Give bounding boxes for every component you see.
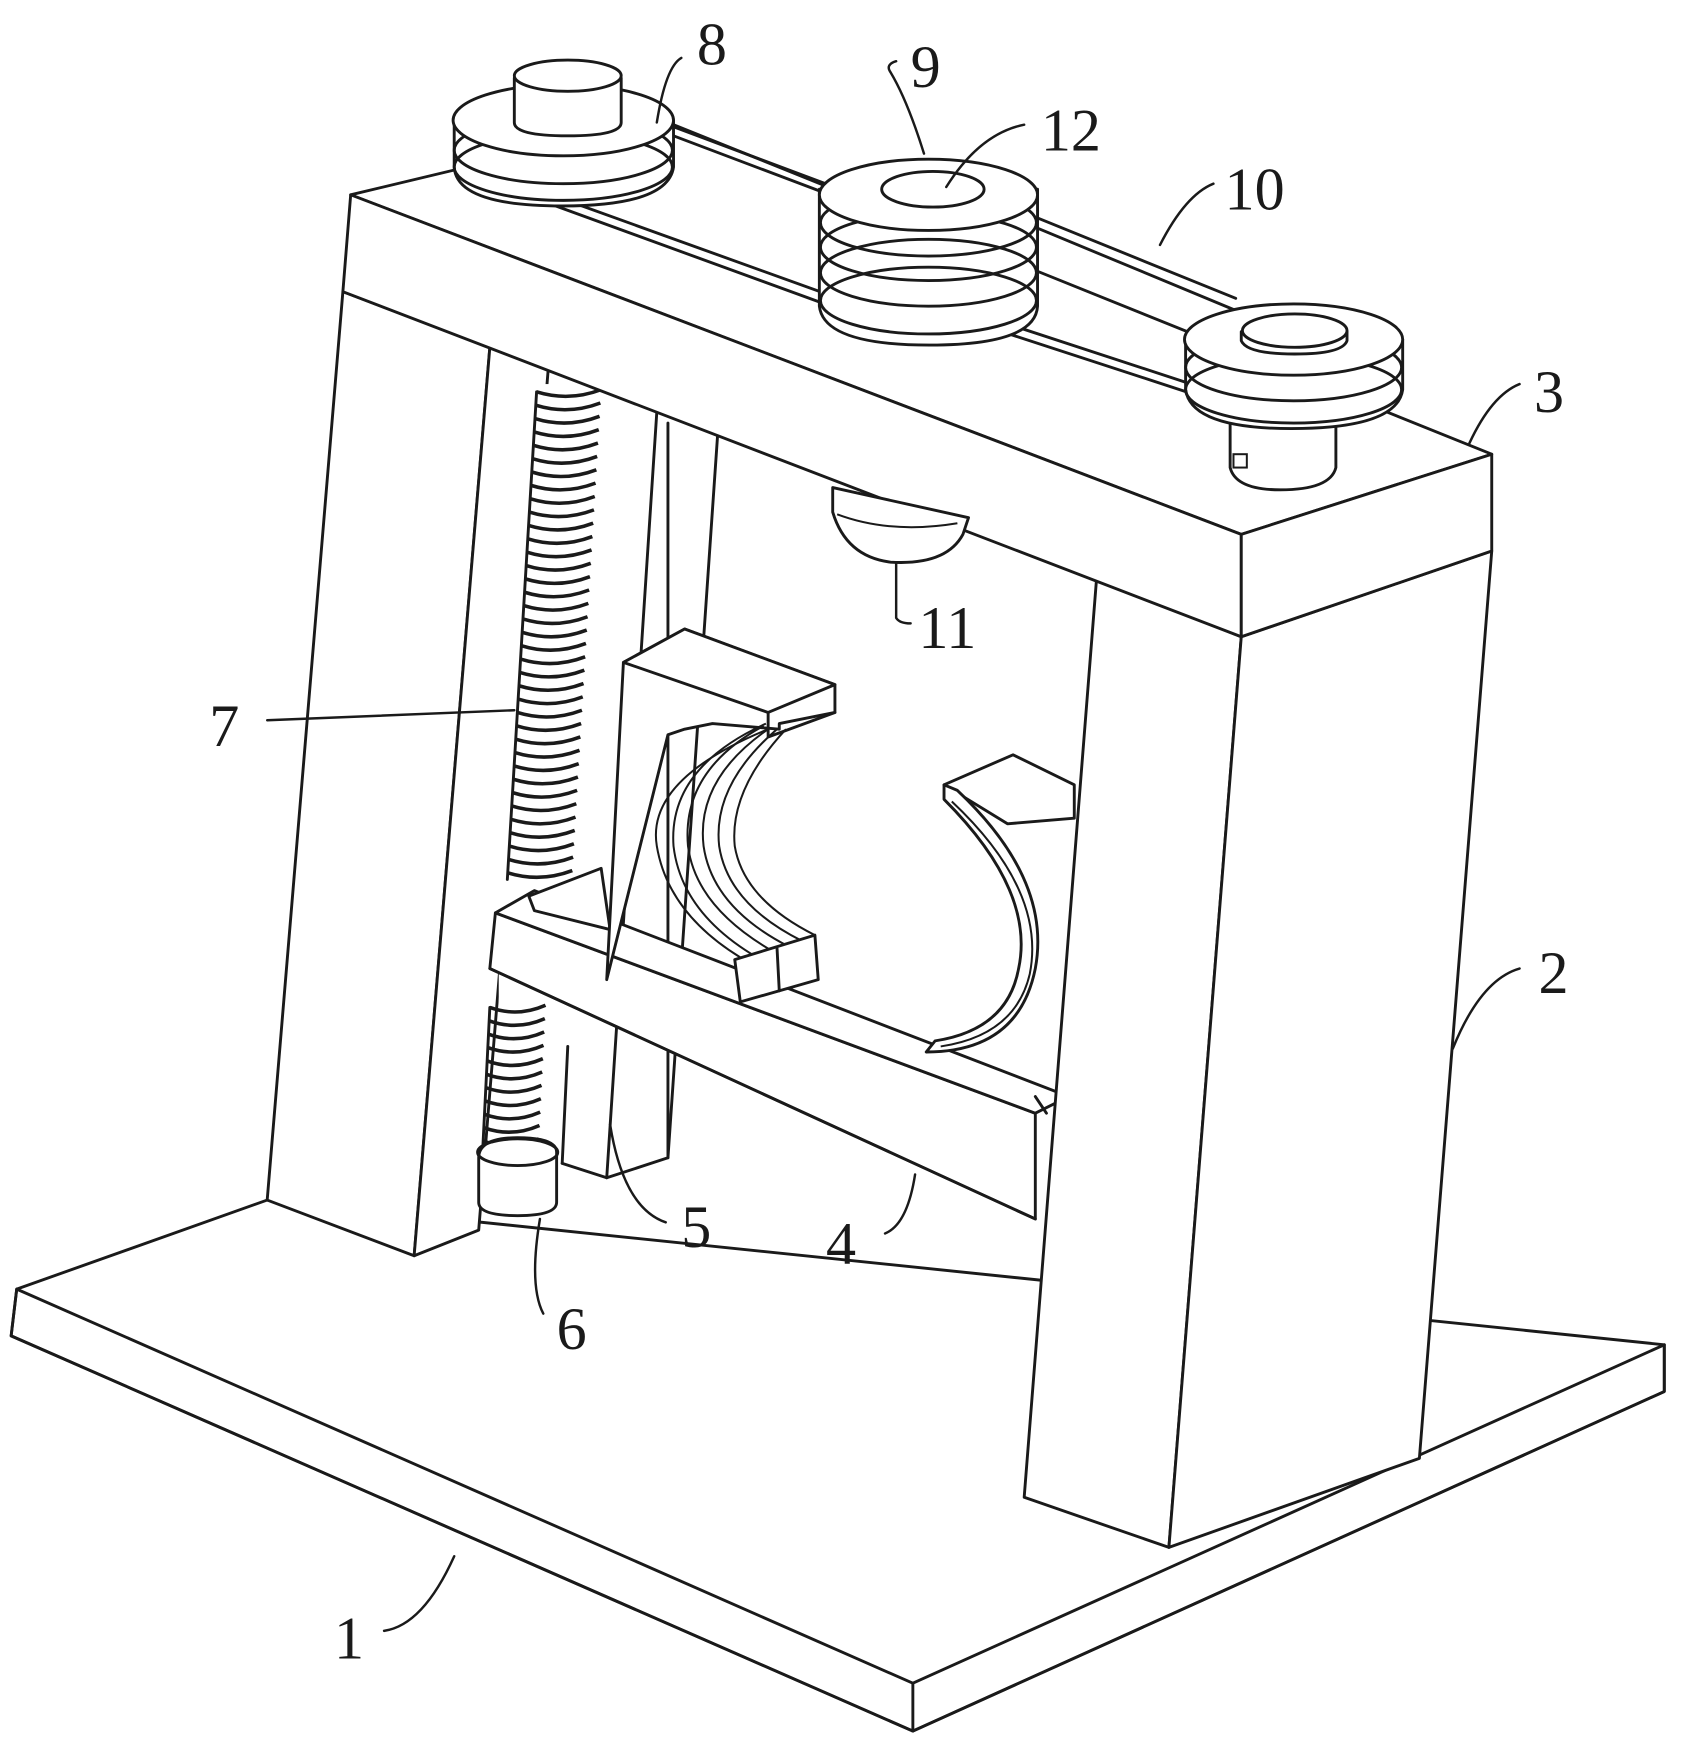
- label-12: 12: [1041, 97, 1101, 164]
- thread-ring: [489, 1003, 547, 1014]
- label-4: 4: [826, 1211, 856, 1278]
- label-11: 11: [918, 595, 976, 662]
- leader-7: [265, 709, 516, 722]
- leader-12: [945, 123, 1026, 189]
- thread-ring: [512, 775, 579, 786]
- thread-ring: [532, 454, 598, 465]
- thread-ring: [483, 1123, 541, 1134]
- thread-ring: [520, 655, 586, 666]
- thread-ring: [520, 641, 587, 652]
- thread-ring: [532, 441, 599, 452]
- screw-bearing-seat: [476, 1136, 560, 1218]
- thread-ring: [530, 481, 597, 492]
- thread-ring: [485, 1070, 543, 1081]
- thread-ring: [512, 788, 578, 799]
- thread-ring: [514, 748, 581, 759]
- thread-ring: [516, 708, 583, 719]
- thread-ring: [523, 601, 589, 612]
- leader-4: [883, 1173, 917, 1235]
- thread-ring: [508, 855, 574, 866]
- thread-ring: [486, 1057, 544, 1068]
- label-2: 2: [1538, 940, 1568, 1007]
- thread-ring: [533, 428, 600, 439]
- thread-ring: [525, 561, 592, 572]
- label-9: 9: [911, 34, 941, 101]
- thread-ring: [524, 588, 590, 599]
- thread-ring: [483, 1110, 541, 1121]
- label-3: 3: [1534, 359, 1564, 426]
- thread-ring: [536, 387, 602, 399]
- pulley-8: [451, 58, 675, 208]
- leader-3: [1468, 382, 1521, 445]
- label-5: 5: [681, 1194, 711, 1261]
- leader-1: [382, 1555, 456, 1633]
- pulley-9: [817, 157, 1039, 347]
- thread-ring: [517, 695, 584, 706]
- thread-ring: [524, 574, 591, 586]
- label-6: 6: [557, 1296, 587, 1363]
- thread-ring: [535, 401, 601, 412]
- thread-ring: [510, 815, 577, 826]
- pulley-right: [1183, 302, 1405, 492]
- screw-edge: [481, 1006, 492, 1149]
- thread-ring: [528, 521, 594, 532]
- leader-2: [1451, 967, 1521, 1050]
- label-10: 10: [1225, 156, 1285, 223]
- thread-ring: [534, 414, 601, 425]
- label-7: 7: [209, 693, 239, 760]
- thread-ring: [507, 868, 573, 880]
- leader-lines: [265, 56, 1521, 1633]
- thread-ring: [529, 494, 596, 506]
- thread-ring: [485, 1083, 543, 1094]
- thread-ring: [508, 842, 575, 853]
- nozzle: [831, 486, 970, 564]
- thread-ring: [518, 681, 585, 693]
- thread-ring: [484, 1097, 542, 1108]
- left-clamp-jaw: [527, 627, 837, 1004]
- leader-8: [655, 56, 683, 124]
- thread-ring: [487, 1030, 545, 1041]
- thread-ring: [515, 735, 581, 746]
- leader-5: [608, 1123, 667, 1224]
- leader-10: [1158, 182, 1215, 247]
- right-clamp-jaw: [924, 753, 1076, 1054]
- thread-ring: [487, 1043, 545, 1054]
- thread-ring: [488, 1016, 546, 1028]
- leader-11: [894, 560, 912, 625]
- lead-screw: [481, 384, 602, 1153]
- screw-threads-upper: [505, 387, 602, 881]
- thread-ring: [522, 615, 589, 626]
- screw-edge: [505, 390, 539, 881]
- leader-6: [533, 1217, 545, 1315]
- thread-ring: [516, 721, 582, 733]
- thread-ring: [519, 668, 585, 679]
- thread-ring: [521, 628, 588, 639]
- thread-ring: [526, 548, 593, 559]
- right-column: [1022, 549, 1494, 1549]
- thread-ring: [527, 534, 593, 546]
- thread-ring: [509, 828, 576, 839]
- label-8: 8: [697, 12, 727, 79]
- thread-ring: [511, 802, 577, 813]
- leader-9: [887, 60, 926, 155]
- thread-ring: [531, 468, 597, 479]
- thread-ring: [528, 508, 595, 519]
- thread-ring: [513, 762, 580, 773]
- label-1: 1: [334, 1606, 364, 1673]
- part-labels: 1 2 3 4 5 6 7 8 9 10 11 12: [209, 12, 1568, 1673]
